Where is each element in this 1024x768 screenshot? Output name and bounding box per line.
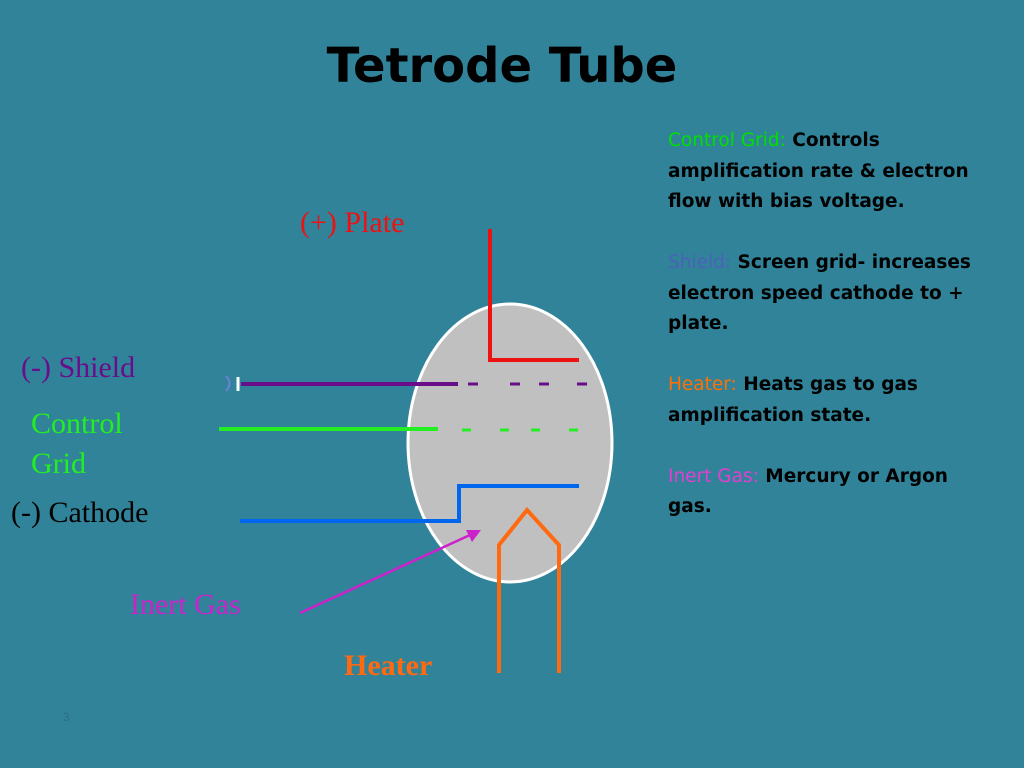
shield-label: (-) Shield: [21, 351, 136, 384]
note-term: Heater:: [668, 374, 737, 395]
note-term: Shield:: [668, 252, 732, 273]
inert-gas-label: Inert Gas: [130, 588, 241, 621]
note-heater: Heater: Heats gas to gas amplification s…: [668, 370, 998, 431]
note-term: Inert Gas:: [668, 465, 759, 487]
note-term: Control Grid:: [668, 130, 786, 151]
control-grid-label-line1: Control: [31, 407, 123, 440]
note-text: Mercury or Argon gas.: [668, 465, 948, 518]
note-text: Controls amplification rate & electron f…: [668, 130, 969, 212]
notes-panel: Control Grid: Controls amplification rat…: [668, 126, 998, 553]
shield-connector-icon: [225, 375, 231, 392]
slide-number: 3: [63, 710, 70, 724]
note-text: Heats gas to gas amplification state.: [668, 374, 918, 426]
slide-title: Tetrode Tube: [326, 38, 678, 94]
note-text: Screen grid- increases electron speed ca…: [668, 252, 971, 334]
cathode-label: (-) Cathode: [11, 496, 149, 529]
control-grid-label-line2: Grid: [31, 447, 86, 480]
inert-gas-arrow: [299, 533, 471, 615]
plate-label: (+) Plate: [300, 206, 405, 239]
tube-envelope: [406, 302, 614, 584]
heater-label: Heater: [344, 649, 433, 682]
heater-filament: [497, 506, 561, 673]
cathode-electrode: [240, 484, 579, 523]
plate-electrode: [488, 229, 579, 362]
note-control-grid: Control Grid: Controls amplification rat…: [668, 126, 998, 218]
note-shield: Shield: Screen grid- increases electron …: [668, 248, 998, 340]
inert-gas-arrowhead: [466, 530, 481, 542]
note-inert-gas: Inert Gas: Mercury or Argon gas.: [668, 462, 998, 523]
